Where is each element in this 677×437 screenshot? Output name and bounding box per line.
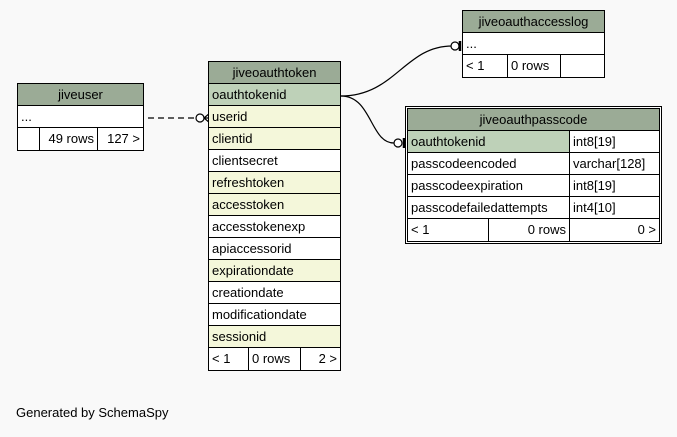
column-modificationdate[interactable]: modificationdate	[209, 304, 340, 326]
column-accesstoken[interactable]: accesstoken	[209, 194, 340, 216]
passcode-column-passcodeexpiration[interactable]: passcodeexpiration int8[19]	[408, 175, 659, 197]
table-jiveoauthtoken-title[interactable]: jiveoauthtoken	[209, 62, 340, 84]
edge-token-accesslog	[340, 45, 453, 97]
jiveuser-footer-children: 127 >	[107, 131, 140, 146]
passcode-column-passcodeencoded-type: varchar[128]	[573, 156, 646, 171]
column-sessionid[interactable]: sessionid	[209, 326, 340, 348]
edge-passcode-zero-marker	[393, 138, 403, 148]
passcode-column-passcodeexpiration-type: int8[19]	[573, 178, 616, 193]
passcode-column-passcodeexpiration-name: passcodeexpiration	[408, 175, 570, 196]
table-jiveuser[interactable]: jiveuser ... 49 rows 127 >	[17, 83, 144, 151]
jiveoauthaccesslog-footer-parents: < 1	[463, 55, 508, 77]
jiveoauthtoken-footer-rows: 0 rows	[249, 348, 301, 370]
table-jiveoauthpasscode-title[interactable]: jiveoauthpasscode	[408, 109, 659, 131]
jiveuser-footer-parents	[18, 128, 40, 150]
table-jiveoauthpasscode-footer: < 1 0 rows 0 >	[408, 219, 659, 241]
column-expirationdate[interactable]: expirationdate	[209, 260, 340, 282]
passcode-column-oauthtokenid-type: int8[19]	[573, 134, 616, 149]
jiveoauthaccesslog-footer-children	[561, 55, 604, 77]
edge-userid-zero-marker	[195, 113, 205, 123]
passcode-column-passcodeencoded-name: passcodeencoded	[408, 153, 570, 174]
column-creationdate[interactable]: creationdate	[209, 282, 340, 304]
table-jiveoauthaccesslog-ellipsis: ...	[463, 33, 604, 55]
column-apiaccessorid[interactable]: apiaccessorid	[209, 238, 340, 260]
table-jiveoauthtoken-footer: < 1 0 rows 2 >	[209, 348, 340, 370]
column-userid[interactable]: userid	[209, 106, 340, 128]
column-refreshtoken[interactable]: refreshtoken	[209, 172, 340, 194]
table-jiveoauthaccesslog-footer: < 1 0 rows	[463, 55, 604, 77]
column-clientsecret[interactable]: clientsecret	[209, 150, 340, 172]
jiveoauthtoken-footer-parents: < 1	[209, 348, 249, 370]
table-jiveuser-ellipsis: ...	[18, 106, 143, 128]
passcode-column-passcodefailedattempts-type: int4[10]	[573, 200, 616, 215]
table-jiveuser-title[interactable]: jiveuser	[18, 84, 143, 106]
table-jiveoauthpasscode[interactable]: jiveoauthpasscode oauthtokenid int8[19] …	[405, 106, 662, 244]
generated-by-caption: Generated by SchemaSpy	[16, 405, 169, 420]
jiveoauthpasscode-footer-children: 0 >	[637, 222, 656, 237]
edge-accesslog-zero-marker	[450, 41, 460, 51]
passcode-column-oauthtokenid-name: oauthtokenid	[408, 131, 570, 152]
column-clientid[interactable]: clientid	[209, 128, 340, 150]
passcode-column-oauthtokenid[interactable]: oauthtokenid int8[19]	[408, 131, 659, 153]
passcode-column-passcodefailedattempts[interactable]: passcodefailedattempts int4[10]	[408, 197, 659, 219]
column-accesstokenexp[interactable]: accesstokenexp	[209, 216, 340, 238]
passcode-column-passcodeencoded[interactable]: passcodeencoded varchar[128]	[408, 153, 659, 175]
jiveoauthtoken-footer-children: 2 >	[318, 351, 337, 366]
jiveoauthpasscode-footer-rows: 0 rows	[489, 219, 570, 241]
table-jiveoauthaccesslog-title[interactable]: jiveoauthaccesslog	[463, 11, 604, 33]
table-jiveoauthtoken[interactable]: jiveoauthtoken oauthtokenid userid clien…	[208, 61, 341, 371]
table-jiveuser-footer: 49 rows 127 >	[18, 128, 143, 150]
table-jiveoauthaccesslog[interactable]: jiveoauthaccesslog ... < 1 0 rows	[462, 10, 605, 78]
jiveoauthaccesslog-footer-rows: 0 rows	[508, 55, 561, 77]
jiveoauthpasscode-footer-parents: < 1	[408, 219, 489, 241]
jiveuser-footer-rows: 49 rows	[40, 128, 98, 150]
column-oauthtokenid[interactable]: oauthtokenid	[209, 84, 340, 106]
edge-token-passcode	[340, 95, 395, 144]
passcode-column-passcodefailedattempts-name: passcodefailedattempts	[408, 197, 570, 218]
